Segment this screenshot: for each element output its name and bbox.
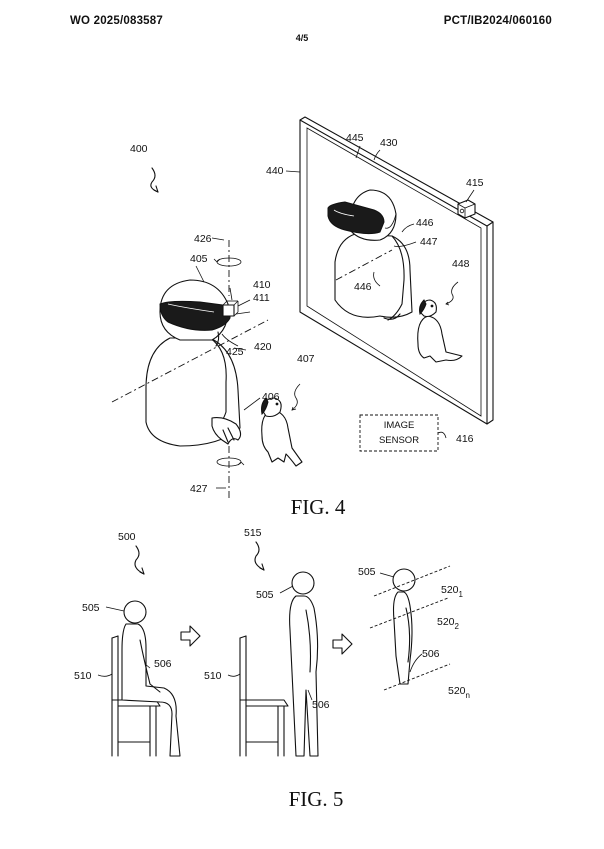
plane-person bbox=[369, 565, 451, 691]
plane-label-n: 520n bbox=[448, 685, 470, 700]
rotation-axes bbox=[111, 240, 393, 498]
plane-label-1: 5201 bbox=[441, 584, 464, 599]
ref-500: 500 bbox=[118, 531, 136, 543]
ref-411: 411 bbox=[253, 292, 270, 304]
figure-4: IMAGE SENSOR bbox=[111, 116, 494, 519]
figure-5: 500 505 506 510 515 505 510 506 505 506 … bbox=[74, 527, 470, 811]
fig5-leader-lines bbox=[97, 541, 423, 701]
dog-figure bbox=[261, 397, 303, 467]
chair-middle bbox=[239, 635, 289, 757]
ref-510-left: 510 bbox=[74, 670, 92, 682]
publication-number: WO 2025/083587 bbox=[70, 15, 163, 27]
arrow-right-icon-2 bbox=[332, 633, 353, 655]
application-number: PCT/IB2024/060160 bbox=[443, 15, 552, 27]
ref-410: 410 bbox=[253, 279, 271, 291]
ref-405: 405 bbox=[190, 253, 208, 265]
ref-416: 416 bbox=[456, 433, 474, 445]
standing-person bbox=[289, 571, 319, 757]
ref-515: 515 bbox=[244, 527, 262, 539]
reflected-dog bbox=[417, 299, 463, 363]
image-sensor-label-line1: IMAGE bbox=[384, 420, 415, 431]
ref-425: 425 bbox=[226, 346, 244, 358]
ref-440: 440 bbox=[266, 165, 284, 177]
ref-447: 447 bbox=[420, 236, 438, 248]
ref-506-left: 506 bbox=[154, 658, 172, 670]
chair-left bbox=[111, 635, 161, 757]
ref-446-lower: 446 bbox=[354, 281, 372, 293]
seated-person bbox=[121, 600, 181, 757]
page-number: 4/5 bbox=[295, 33, 309, 43]
fig5-reference-numerals: 500 505 506 510 515 505 510 506 505 506 … bbox=[74, 527, 470, 711]
ref-448: 448 bbox=[452, 258, 470, 270]
image-sensor-label-line2: SENSOR bbox=[379, 435, 419, 446]
ref-430: 430 bbox=[380, 137, 398, 149]
ref-427: 427 bbox=[190, 483, 208, 495]
plane-label-2: 5202 bbox=[437, 616, 460, 631]
ref-415: 415 bbox=[466, 177, 484, 189]
camera-icon bbox=[457, 199, 476, 219]
ref-506-middle: 506 bbox=[312, 699, 330, 711]
ref-445: 445 bbox=[346, 132, 364, 144]
ref-426: 426 bbox=[194, 233, 212, 245]
ref-506-right: 506 bbox=[422, 648, 440, 660]
ref-505-left: 505 bbox=[82, 602, 100, 614]
image-sensor-box: IMAGE SENSOR bbox=[359, 414, 447, 452]
ref-505-right: 505 bbox=[358, 566, 376, 578]
user-figure bbox=[145, 279, 242, 447]
figure-4-caption: FIG. 4 bbox=[291, 495, 346, 519]
ref-406: 406 bbox=[262, 391, 280, 403]
ref-446-upper: 446 bbox=[416, 217, 434, 229]
figure-5-caption: FIG. 5 bbox=[289, 787, 344, 811]
ref-407: 407 bbox=[297, 353, 315, 365]
ref-420: 420 bbox=[254, 341, 272, 353]
arrow-right-icon bbox=[180, 625, 201, 647]
ref-505-middle: 505 bbox=[256, 589, 274, 601]
ref-510-middle: 510 bbox=[204, 670, 222, 682]
fig4-reference-numerals: 400 405 406 407 410 411 415 416 420 425 … bbox=[130, 132, 484, 495]
fig4-leader-lines bbox=[150, 145, 475, 489]
ref-400: 400 bbox=[130, 143, 148, 155]
